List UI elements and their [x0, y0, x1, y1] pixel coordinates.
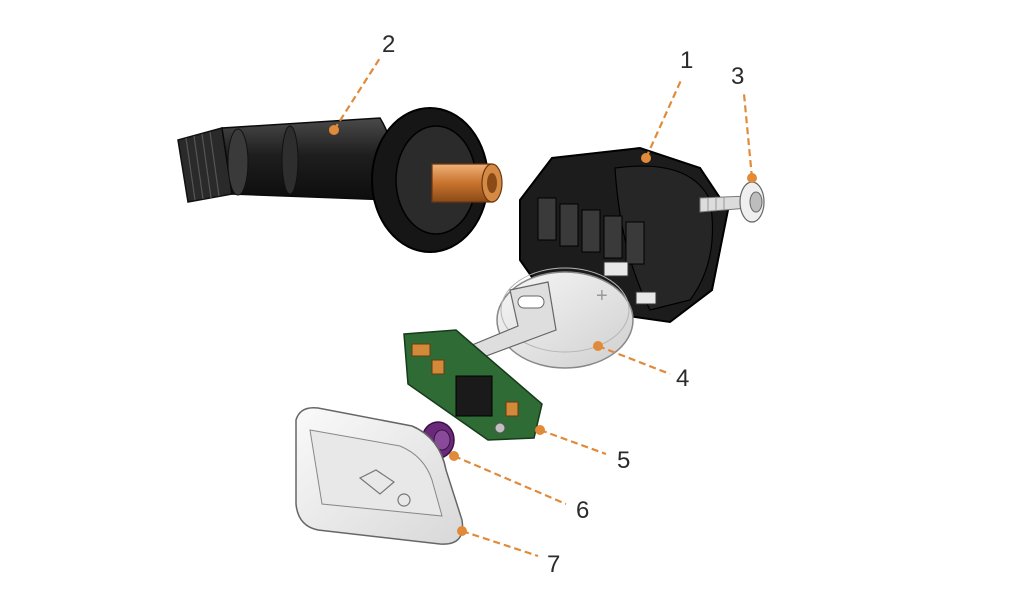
callout-2: 2: [329, 31, 395, 135]
callout-label-7: 7: [547, 551, 560, 578]
cover-part: [295, 407, 464, 545]
callout-7: 7: [457, 526, 560, 578]
callout-label-2: 2: [382, 31, 395, 58]
plus-mark: +: [596, 285, 608, 307]
valve-stem-part: [177, 107, 503, 253]
callout-label-4: 4: [676, 365, 689, 392]
callout-label-6: 6: [576, 497, 589, 524]
battery-part: +: [459, 267, 634, 369]
callout-label-1: 1: [680, 47, 693, 74]
pcb-part: [403, 329, 543, 441]
callout-5: 5: [535, 425, 630, 474]
callout-label-3: 3: [731, 63, 744, 90]
callout-1: 1: [641, 47, 693, 163]
callout-label-5: 5: [617, 447, 630, 474]
callout-3: 3: [731, 63, 757, 183]
callout-6: 6: [449, 451, 589, 524]
callout-4: 4: [593, 341, 689, 392]
screw-part: [699, 181, 765, 223]
